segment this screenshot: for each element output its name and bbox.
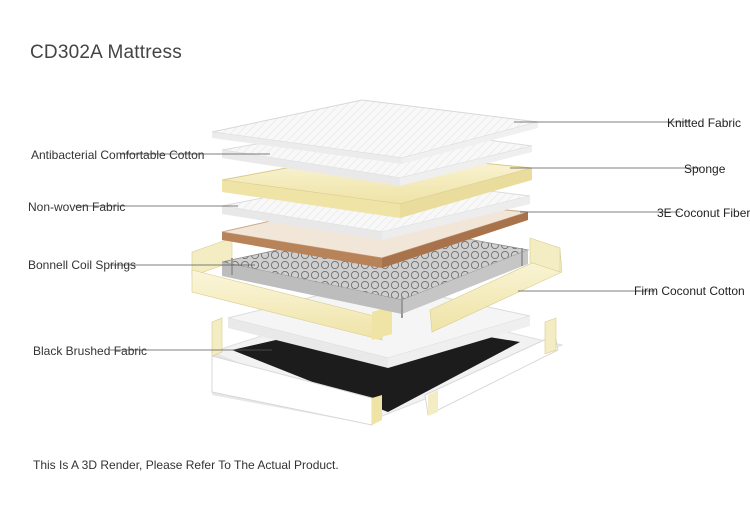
page-title: CD302A Mattress bbox=[30, 42, 182, 63]
label-non-woven-fabric: Non-woven Fabric bbox=[28, 200, 126, 214]
label-knitted-fabric: Knitted Fabric bbox=[667, 116, 742, 130]
leader-lines bbox=[75, 121, 700, 351]
label-antibacterial-cotton: Antibacterial Comfortable Cotton bbox=[31, 148, 205, 162]
label-black-brushed-fabric: Black Brushed Fabric bbox=[33, 344, 148, 358]
foam-frame bbox=[191, 237, 563, 341]
knitted-fabric-layer bbox=[211, 99, 539, 164]
label-sponge: Sponge bbox=[684, 162, 726, 176]
render-disclaimer: This Is A 3D Render, Please Refer To The… bbox=[33, 458, 339, 472]
label-firm-coconut-cotton: Firm Coconut Cotton bbox=[634, 284, 745, 298]
label-coconut-fiber: 3E Coconut Fiber bbox=[657, 206, 750, 220]
label-bonnell-springs: Bonnell Coil Springs bbox=[28, 258, 137, 272]
